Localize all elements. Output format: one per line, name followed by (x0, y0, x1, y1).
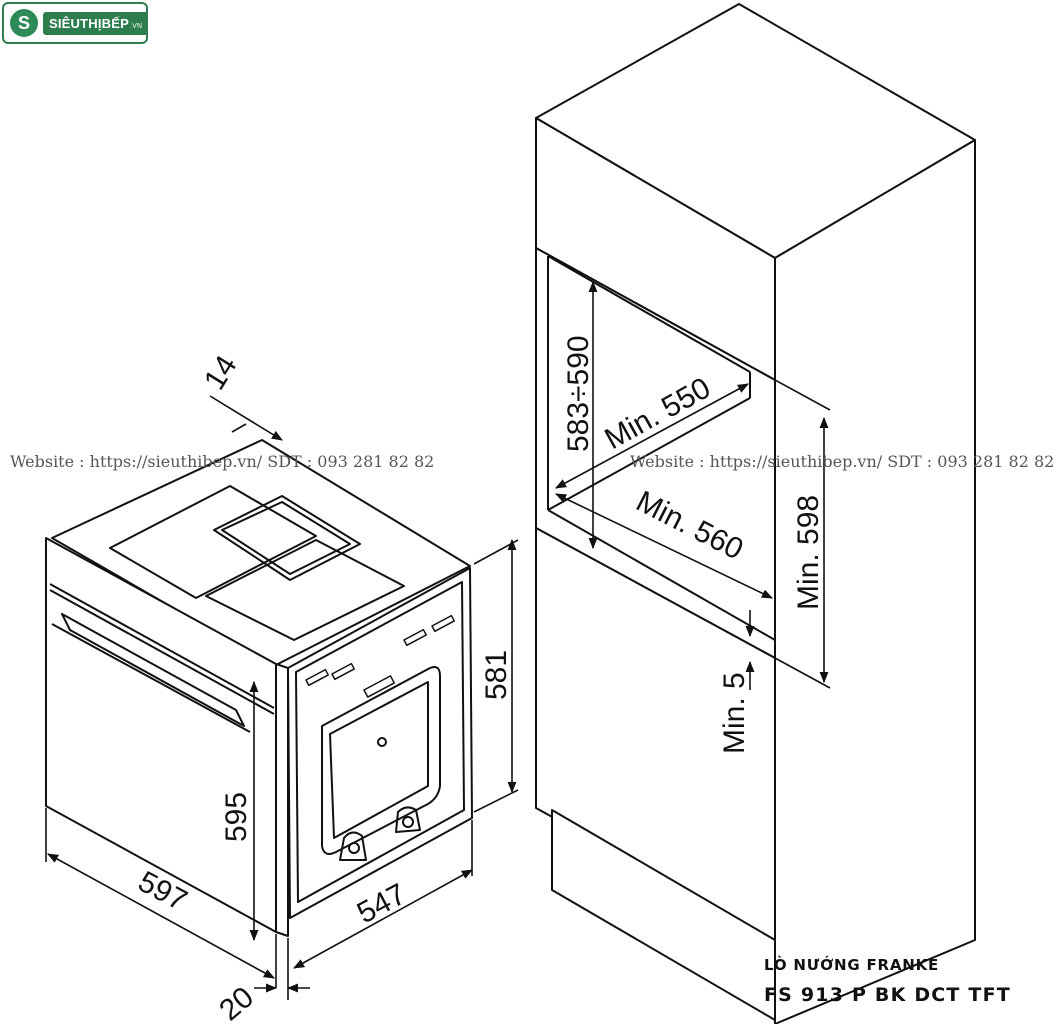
dim-line-niche-depth (555, 383, 749, 489)
label-body-height: 581 (480, 650, 513, 700)
watermark-right: Website : https://sieuthibep.vn/ SDT : 0… (630, 452, 1054, 471)
label-top-offset: 14 (198, 350, 244, 396)
label-oven-height: 595 (220, 792, 253, 842)
logo-suffix: .VN (130, 22, 143, 30)
cabinet-plinth (551, 809, 776, 1021)
product-model: FS 913 P BK DCT TFT (764, 984, 1011, 1006)
oven-dimensions (45, 395, 519, 1000)
cabinet-dimensions (554, 280, 831, 690)
label-oven-depth: 547 (352, 878, 412, 931)
brand-logo: S SIÊUTHỊBẾP.VN (2, 2, 149, 44)
oven-drawing (45, 439, 473, 937)
dim-line-oven-width (47, 853, 275, 979)
oven-handle (61, 613, 245, 727)
watermark-left: Website : https://sieuthibep.vn/ SDT : 0… (10, 452, 435, 471)
dim-line-oven-depth (293, 869, 473, 969)
dim-line-niche-width (554, 493, 774, 599)
product-category: LÒ NƯỚNG FRANKE (764, 956, 940, 974)
logo-mark-icon: S (10, 9, 38, 37)
label-front-thickness: 20 (213, 981, 260, 1024)
cabinet-drawing (535, 3, 976, 1024)
dim-line-top-offset (209, 395, 283, 441)
label-bottom-gap: Min. 5 (718, 672, 751, 754)
drawing-canvas: 583÷590 Min. 550 Min. 560 Min. 598 Min. … (45, 3, 976, 1024)
label-niche-height: 583÷590 (562, 335, 595, 452)
label-opening: Min. 598 (792, 495, 825, 610)
logo-name: SIÊUTHỊBẾP (49, 15, 130, 31)
logo-text: SIÊUTHỊBẾP.VN (43, 11, 149, 35)
